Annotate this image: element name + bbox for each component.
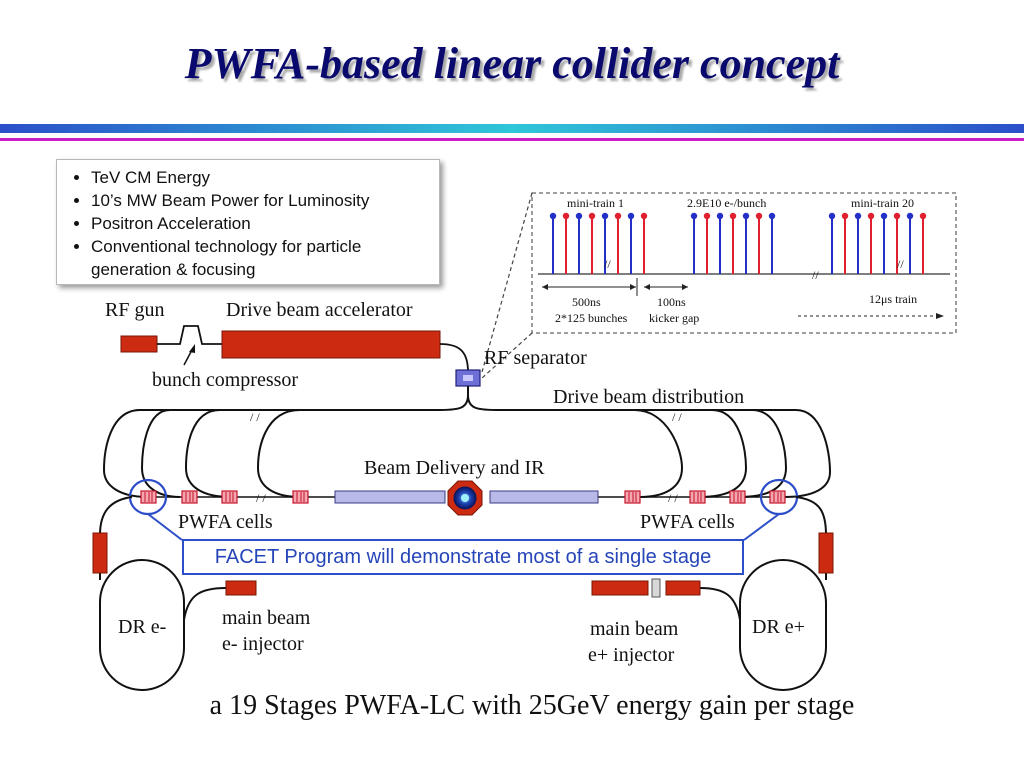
bunch-train-inset: mini-train 1 2.9E10 e-/bunch mini-train … — [481, 192, 957, 379]
bunch-dot — [601, 212, 609, 220]
title-gradient-bar — [0, 124, 1024, 133]
gap-100ns-label: 100ns — [657, 295, 686, 309]
positron-transfer-magnet-left — [92, 532, 108, 574]
e-minus-injector-label: e- injector — [222, 633, 304, 655]
bunch-dot — [562, 212, 570, 220]
bunch-dot — [867, 212, 875, 220]
bullet-item: 10’s MW Beam Power for Luminosity — [91, 189, 439, 212]
bunches-label: 2*125 bunches — [555, 311, 628, 325]
bunch-dot — [841, 212, 849, 220]
bullet-item: TeV CM Energy — [91, 166, 439, 189]
bunch-dot — [906, 212, 914, 220]
zoom-line-bottom — [481, 332, 533, 379]
bunch-dot — [828, 212, 836, 220]
drive-beam-accelerator — [221, 330, 441, 359]
pwfa-cells-left-label: PWFA cells — [178, 511, 273, 533]
kicker-gap-label: kicker gap — [649, 311, 699, 325]
bunch-dot — [729, 212, 737, 220]
positron-target-icon — [651, 578, 661, 598]
drive-beam-distribution-label: Drive beam distribution — [553, 386, 744, 408]
rf-gun-label: RF gun — [105, 299, 164, 321]
rf-separator-label: RF separator — [484, 347, 587, 369]
rf-gun-icon — [120, 335, 158, 353]
dr-e-plus-label: DR e+ — [752, 616, 805, 638]
positron-transfer-magnet-right — [818, 532, 834, 574]
line-break-mark: / / — [250, 410, 260, 424]
bunch-dot — [614, 212, 622, 220]
main-beam-e-minus-injector-icon — [225, 580, 257, 596]
drive-beam-distribution-lines — [102, 386, 832, 498]
slide-title: PWFA-based linear collider concept — [184, 39, 840, 88]
bunch-dot — [854, 212, 862, 220]
title-magenta-rule — [0, 138, 1024, 141]
highlight-link-right — [743, 513, 780, 541]
main-beam-left-label: main beam — [222, 607, 311, 629]
beam-delivery-pipe-left — [334, 490, 446, 504]
beam-delivery-pipe-right — [489, 490, 599, 504]
axis-break: // — [897, 257, 904, 271]
bunch-dot — [742, 212, 750, 220]
beam-delivery-label: Beam Delivery and IR — [364, 457, 545, 479]
bunch-dot — [893, 212, 901, 220]
bunch-dot — [755, 212, 763, 220]
line-break-mark: / / — [672, 410, 682, 424]
gap-500ns-label: 500ns — [572, 295, 601, 309]
bunch-markers — [549, 212, 927, 274]
mini-train-20-label: mini-train 20 — [851, 196, 914, 210]
bunch-dot — [716, 212, 724, 220]
e-plus-injector-label: e+ injector — [588, 644, 675, 666]
bunch-dot — [549, 212, 557, 220]
bunch-dot — [768, 212, 776, 220]
bunch-dot — [703, 212, 711, 220]
bullet-item: Positron Acceleration — [91, 212, 439, 235]
main-beam-e-plus-injector-icon — [665, 580, 701, 596]
bunch-dot — [640, 212, 648, 220]
axis-break: // — [604, 257, 611, 271]
bunch-dot — [588, 212, 596, 220]
drive-beam-transfer-line — [439, 343, 469, 373]
arrow-icon — [189, 344, 195, 353]
axis-break: // — [812, 268, 819, 282]
line-break-mark: / / — [668, 491, 678, 505]
zoom-line-top — [481, 192, 533, 373]
slide-caption: a 19 Stages PWFA-LC with 25GeV energy ga… — [209, 690, 855, 721]
bunch-dot — [627, 212, 635, 220]
facet-note-box: FACET Program will demonstrate most of a… — [182, 539, 744, 575]
drive-beam-accelerator-label: Drive beam accelerator — [226, 299, 413, 321]
positron-source-linac — [591, 580, 649, 596]
bunch-compressor-chicane — [157, 325, 222, 345]
highlight-link-left — [147, 513, 183, 541]
dr-e-minus-label: DR e- — [118, 616, 166, 638]
bullet-item: Conventional technology for particle gen… — [91, 235, 439, 281]
bunch-dot — [919, 212, 927, 220]
bunch-dot — [575, 212, 583, 220]
requirements-box: TeV CM Energy 10’s MW Beam Power for Lum… — [56, 159, 440, 285]
bunch-charge-label: 2.9E10 e-/bunch — [687, 196, 766, 210]
requirements-list: TeV CM Energy 10’s MW Beam Power for Lum… — [57, 166, 439, 281]
bunch-dot — [690, 212, 698, 220]
main-beam-right-label: main beam — [590, 618, 679, 640]
line-break-mark: / / — [256, 491, 266, 505]
train-length-label: 12μs train — [869, 292, 917, 306]
bunch-compressor-label: bunch compressor — [152, 369, 298, 391]
pwfa-cells-right-label: PWFA cells — [640, 511, 735, 533]
bunch-dot — [880, 212, 888, 220]
pwfa-cells — [140, 490, 786, 504]
mini-train-1-label: mini-train 1 — [567, 196, 624, 210]
